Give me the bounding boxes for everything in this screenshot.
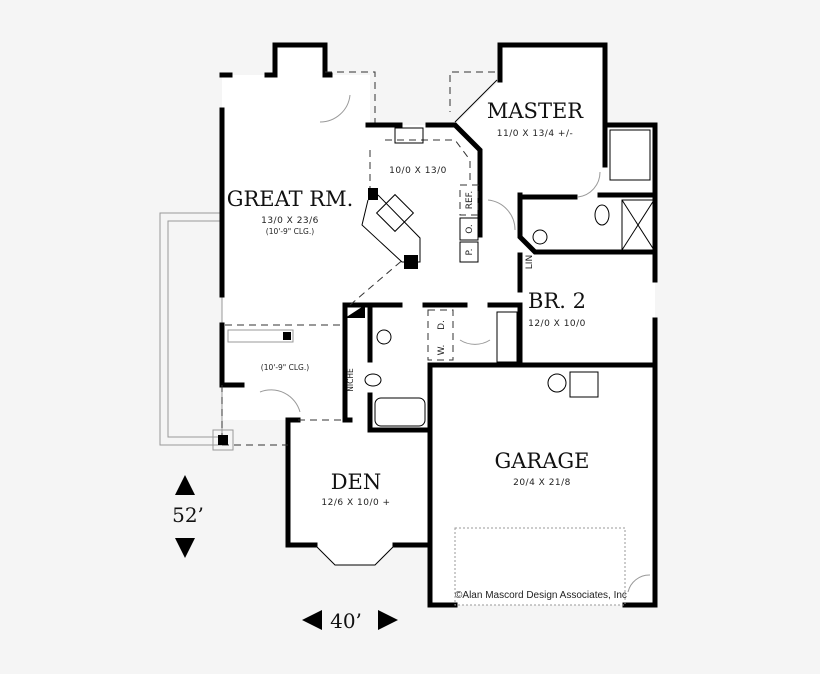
arrow-down-icon: [175, 538, 195, 558]
washer-label: W.: [437, 345, 447, 356]
depth-dimension: 52’: [172, 503, 204, 527]
great-room-ceiling: (10'-9" CLG.): [266, 227, 314, 236]
bedroom2-size: 12/0 X 10/0: [528, 319, 586, 329]
garage-name: GARAGE: [494, 449, 589, 473]
arrow-left-icon: [302, 610, 322, 630]
niche-label: NICHE: [346, 368, 355, 392]
bedroom2-name: BR. 2: [528, 289, 586, 313]
great-room-size: 13/0 X 23/6: [261, 216, 319, 226]
arrow-right-icon: [378, 610, 398, 630]
oven-label: O.: [465, 224, 475, 234]
great-room-name: GREAT RM.: [227, 187, 354, 211]
garage-size: 20/4 X 21/8: [513, 478, 571, 488]
arrow-up-icon: [175, 475, 195, 495]
master-size: 11/0 X 13/4 +/-: [497, 129, 574, 139]
pantry-label: P.: [465, 249, 475, 256]
width-dimension: 40’: [330, 609, 362, 633]
copyright: ©Alan Mascord Design Associates, Inc: [455, 590, 627, 601]
entry-ceiling: (10'-9" CLG.): [261, 363, 309, 372]
refrigerator-label: REF.: [465, 191, 475, 210]
linen-label: LIN: [525, 255, 535, 269]
porch: [159, 212, 223, 446]
dryer-label: D.: [437, 320, 447, 330]
master-name: MASTER: [487, 99, 584, 123]
den-size: 12/6 X 10/0 +: [321, 498, 390, 508]
walls: [212, 42, 658, 608]
kitchen-size: 10/0 X 13/0: [389, 166, 447, 176]
den-name: DEN: [331, 470, 382, 494]
